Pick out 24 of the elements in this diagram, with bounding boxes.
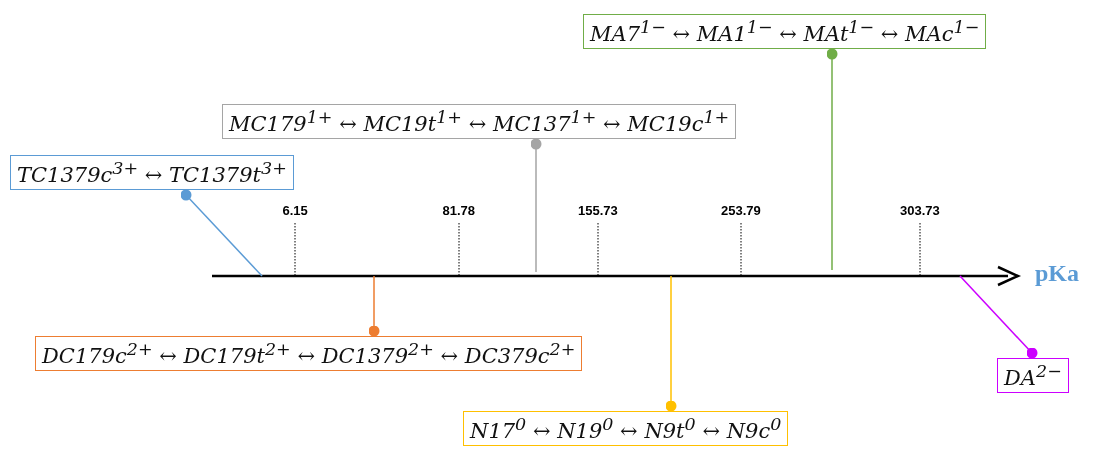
species-box <box>997 358 1069 393</box>
tick-value: 6.15 <box>282 203 308 218</box>
leader-line <box>665 275 677 412</box>
species-formula: DC179c$^{2+}$ ↔ DC179t$^{2+}$ ↔ DC1379$^{2+}$ ↔ DC379c$^{2+}$ <box>42 344 576 368</box>
species-formula: MA7$^{1−}$ ↔ MA1$^{1−}$ ↔ MAt$^{1−}$ ↔ MAc$^{1−}$ <box>590 22 980 46</box>
tick-value: 303.73 <box>900 203 940 218</box>
species-formula: TC1379c$^{3+}$ ↔ TC1379t$^{3+}$ <box>17 163 287 187</box>
leader-line <box>180 189 263 277</box>
species-formula: MC179$^{1+}$ ↔ MC19t$^{1+}$ ↔ MC137$^{1+}$ ↔ MC19c$^{1+}$ <box>229 112 730 136</box>
species-box <box>35 336 583 371</box>
species-formula: N17$^{0}$ ↔ N19$^{0}$ ↔ N9t$^{0}$ ↔ N9c$^{0}$ <box>470 419 782 443</box>
tick-value: 81.78 <box>442 203 476 218</box>
tick-value: 155.73 <box>578 203 618 218</box>
axis-label: pKa <box>1035 260 1079 287</box>
species-formula: DA$^{2−}$ <box>1004 366 1062 390</box>
species-box <box>10 155 294 190</box>
species-box <box>583 14 987 49</box>
species-box <box>463 411 789 446</box>
leader-line <box>530 138 542 273</box>
leader-line <box>826 48 838 271</box>
tick-value: 253.79 <box>721 203 761 218</box>
leader-line <box>368 275 380 337</box>
leader-line <box>959 275 1038 359</box>
species-box <box>222 104 737 139</box>
